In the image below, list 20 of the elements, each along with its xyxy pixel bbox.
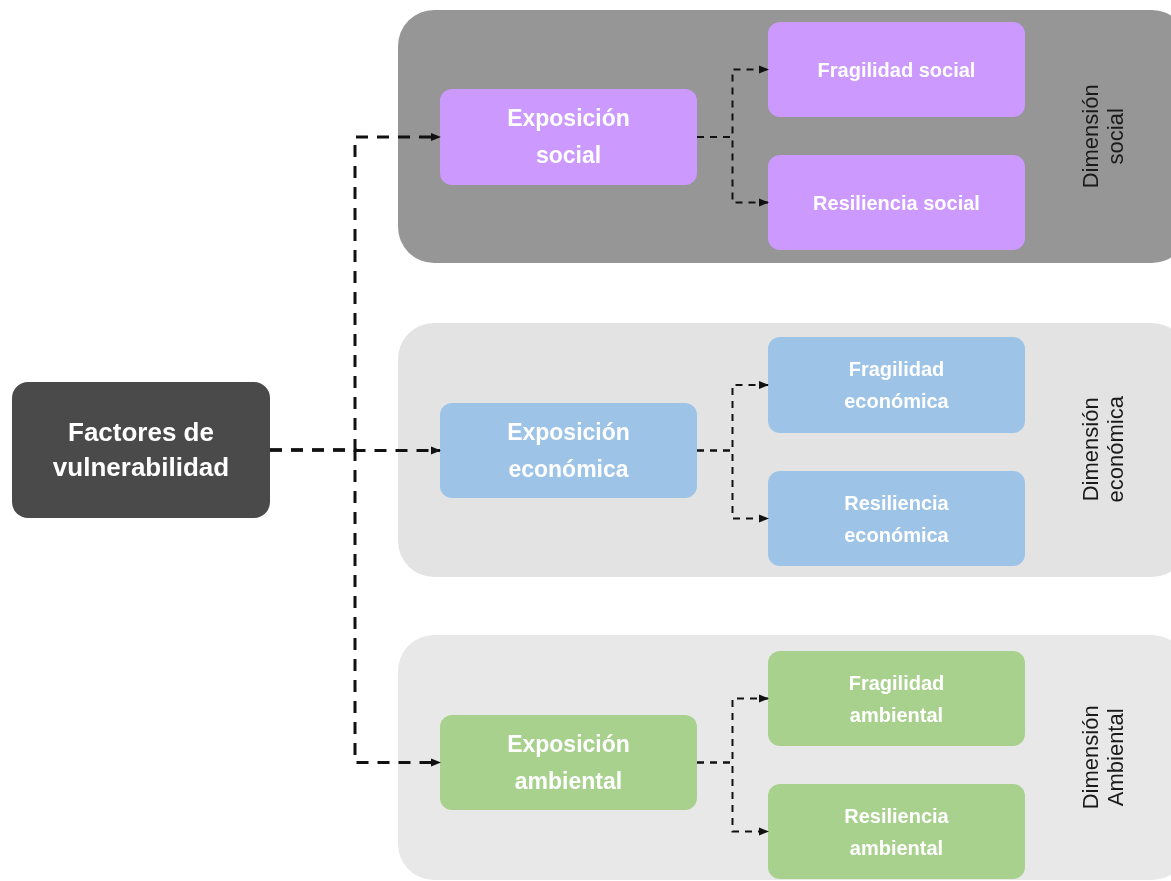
process-box: Exposición económica [440,403,697,498]
process-box: Resiliencia económica [768,471,1025,566]
process-box: Fragilidad económica [768,337,1025,433]
dimension-label: Dimensión económica [1077,395,1129,505]
process-box: Fragilidad ambiental [768,651,1025,746]
dimension-panel [398,10,1171,263]
process-box: Resiliencia social [768,155,1025,250]
dimension-panel [398,323,1171,577]
root-box: Factores de vulnerabilidad [12,382,270,518]
dimension-panel [398,635,1171,880]
dashed-arrow [270,448,441,767]
process-box: Exposición ambiental [440,715,697,810]
dashed-arrow [696,136,769,207]
dimension-label: Dimensión social [1077,82,1129,190]
dashed-arrow [696,761,769,836]
process-box: Fragilidad social [768,22,1025,117]
dashed-arrow [696,449,769,523]
dimension-label: Dimensión Ambiental [1077,703,1129,811]
process-box: Exposición social [440,89,697,185]
process-box: Resiliencia ambiental [768,784,1025,879]
